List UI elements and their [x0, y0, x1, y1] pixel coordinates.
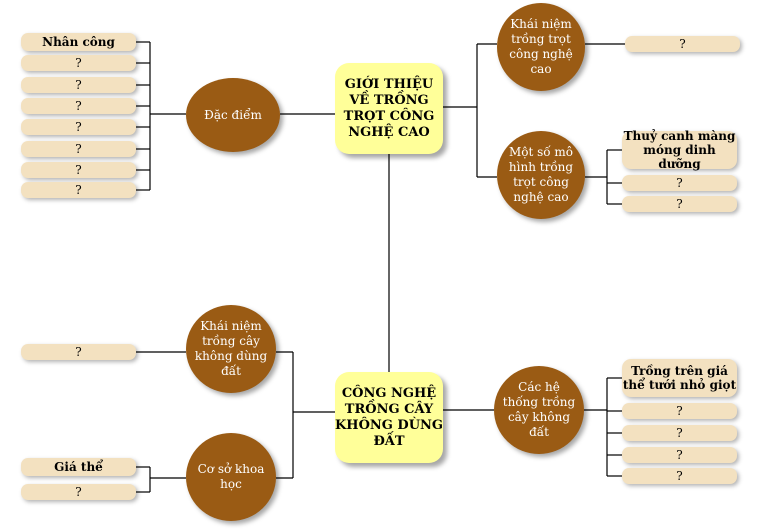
leaf-co-so-1: Giá thể: [21, 458, 136, 476]
leaf-dac-diem-2: ?: [21, 55, 136, 71]
circle-khai-niem-kdd-label: Khái niệm trồng cây không dùng đất: [194, 319, 268, 378]
leaf-text: ?: [676, 448, 683, 462]
leaf-text: ?: [676, 426, 683, 440]
hub-top: GIỚI THIỆU VỀ TRỒNG TRỌT CÔNG NGHỆ CAO: [335, 63, 443, 154]
leaf-text: ?: [75, 56, 82, 70]
leaf-co-so-2: ?: [21, 484, 136, 500]
circle-dac-diem: Đặc điểm: [186, 78, 280, 152]
hub-bottom: CÔNG NGHỆ TRỒNG CÂY KHÔNG DÙNG ĐẤT: [335, 372, 443, 463]
leaf-text: ?: [75, 142, 82, 156]
hub-bottom-label: CÔNG NGHỆ TRỒNG CÂY KHÔNG DÙNG ĐẤT: [335, 385, 444, 449]
circle-mo-hinh-label: Một số mô hình trồng trọt công nghệ cao: [508, 145, 574, 204]
leaf-text: ?: [75, 345, 82, 359]
circle-khai-niem-kdd: Khái niệm trồng cây không dùng đất: [186, 305, 276, 393]
hub-top-label: GIỚI THIỆU VỀ TRỒNG TRỌT CÔNG NGHỆ CAO: [343, 76, 435, 140]
circle-khai-niem-ttcnc-label: Khái niệm trồng trọt công nghệ cao: [509, 17, 573, 76]
circle-cac-he-thong: Các hệ thống trồng cây không đất: [494, 366, 584, 454]
leaf-he-thong-2: ?: [622, 403, 737, 419]
leaf-text: Giá thể: [54, 460, 103, 474]
leaf-khai-niem-ttcnc-1: ?: [625, 36, 740, 52]
leaf-text: ?: [75, 163, 82, 177]
leaf-text: ?: [75, 99, 82, 113]
circle-cac-he-thong-label: Các hệ thống trồng cây không đất: [502, 380, 576, 439]
leaf-text: Nhân công: [42, 35, 115, 49]
circle-dac-diem-label: Đặc điểm: [204, 107, 262, 122]
leaf-text: ?: [676, 404, 683, 418]
leaf-dac-diem-4: ?: [21, 98, 136, 114]
leaf-text: Trồng trên giá thể tưới nhỏ giọt: [622, 364, 737, 392]
leaf-he-thong-3: ?: [622, 425, 737, 441]
circle-co-so-label: Cơ sở khoa học: [197, 462, 265, 491]
leaf-text: ?: [75, 78, 82, 92]
leaf-mo-hinh-3: ?: [622, 196, 737, 212]
leaf-dac-diem-7: ?: [21, 162, 136, 178]
leaf-text: ?: [679, 37, 686, 51]
leaf-dac-diem-5: ?: [21, 119, 136, 135]
leaf-mo-hinh-2: ?: [622, 175, 737, 191]
leaf-he-thong-1: Trồng trên giá thể tưới nhỏ giọt: [622, 359, 737, 397]
leaf-text: ?: [676, 469, 683, 483]
leaf-he-thong-5: ?: [622, 468, 737, 484]
leaf-text: ?: [75, 485, 82, 499]
leaf-text: ?: [676, 176, 683, 190]
leaf-text: ?: [75, 120, 82, 134]
circle-co-so: Cơ sở khoa học: [186, 433, 276, 521]
leaf-text: Thuỷ canh màng móng dinh dưỡng: [623, 129, 736, 171]
leaf-dac-diem-6: ?: [21, 141, 136, 157]
leaf-khai-niem-kdd-1: ?: [21, 344, 136, 360]
circle-khai-niem-ttcnc: Khái niệm trồng trọt công nghệ cao: [497, 3, 585, 91]
leaf-text: ?: [676, 197, 683, 211]
circle-mo-hinh: Một số mô hình trồng trọt công nghệ cao: [497, 131, 585, 219]
leaf-dac-diem-3: ?: [21, 77, 136, 93]
leaf-mo-hinh-1: Thuỷ canh màng móng dinh dưỡng: [622, 129, 737, 171]
leaf-text: ?: [75, 183, 82, 197]
leaf-dac-diem-8: ?: [21, 182, 136, 198]
leaf-dac-diem-1: Nhân công: [21, 33, 136, 51]
leaf-he-thong-4: ?: [622, 447, 737, 463]
